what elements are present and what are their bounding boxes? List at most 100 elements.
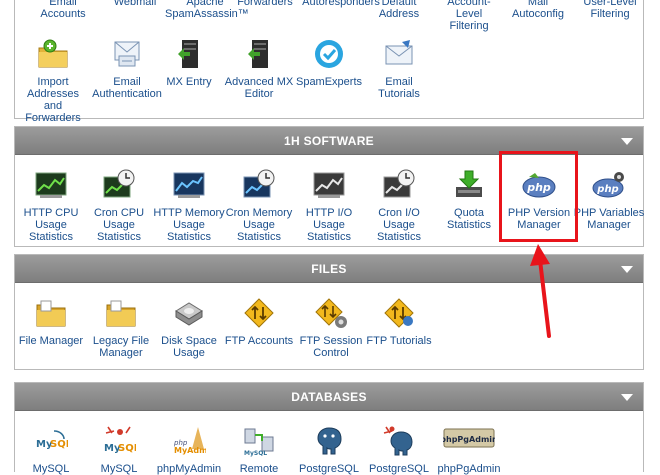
software-panel-header[interactable]: 1H SOFTWARE	[15, 127, 643, 155]
account-level-filtering-item[interactable]: Account-Level Filtering	[435, 0, 503, 32]
phpmyadmin-item[interactable]: phpMyAdmin phpMyAdmin	[153, 425, 225, 475]
collapse-arrow-icon[interactable]	[621, 266, 633, 273]
svg-text:MyAdmin: MyAdmin	[174, 446, 206, 455]
postgresql-icon	[312, 425, 346, 457]
ftp-icon	[242, 297, 276, 329]
spamexperts-item[interactable]: SpamExperts	[293, 38, 365, 88]
php-version-manager-item[interactable]: php PHP Version Manager	[503, 169, 575, 231]
folder-icon	[34, 297, 68, 329]
item-label: Mail Autoconfig	[512, 0, 564, 20]
user-level-filtering-item[interactable]: User-Level Filtering	[577, 0, 643, 20]
mysql-wizard-icon: MySQL	[102, 425, 136, 457]
disk-space-usage-item[interactable]: Disk Space Usage	[153, 297, 225, 359]
remote-mysql-item[interactable]: MySQL Remote	[223, 425, 295, 475]
folder-icon	[104, 297, 138, 329]
ftp-icon	[382, 297, 416, 329]
databases-panel-header[interactable]: DATABASES	[15, 383, 643, 411]
item-label: PostgreSQL	[299, 463, 359, 475]
collapse-arrow-icon[interactable]	[621, 138, 633, 145]
section-title: FILES	[311, 262, 347, 276]
item-label: Legacy File Manager	[92, 335, 150, 359]
item-label: Quota Statistics	[446, 207, 491, 231]
cpu-chart-icon	[34, 169, 68, 201]
svg-text:My: My	[36, 439, 53, 450]
postgresql-databases-item[interactable]: PostgreSQL	[293, 425, 365, 475]
default-address-item[interactable]: Default Address	[369, 0, 429, 20]
phppgadmin-item[interactable]: phpPgAdmin phpPgAdmin	[433, 425, 505, 475]
mysql-databases-item[interactable]: MySQL MySQL	[15, 425, 87, 475]
item-label: PHP Version Manager	[507, 207, 571, 231]
forwarders-item[interactable]: Forwarders	[229, 0, 301, 8]
cron-memory-usage-item[interactable]: Cron Memory Usage Statistics	[223, 169, 295, 243]
memory-chart-icon	[172, 169, 206, 201]
svg-text:SQL: SQL	[118, 443, 136, 454]
php-icon: php	[522, 169, 556, 201]
php-variables-manager-item[interactable]: php PHP Variables Manager	[573, 169, 645, 231]
spamexperts-icon	[312, 38, 346, 70]
item-label: PHP Variables Manager	[573, 207, 645, 231]
files-panel-header[interactable]: FILES	[15, 255, 643, 283]
cron-clock-icon	[382, 169, 416, 201]
io-chart-icon	[312, 169, 346, 201]
import-folder-icon	[36, 38, 70, 70]
item-label: Disk Space Usage	[161, 335, 217, 359]
email-panel: Email Accounts Webmail Apache SpamAssass…	[14, 0, 644, 124]
postgresql-wizard-item[interactable]: PostgreSQL	[363, 425, 435, 475]
server-icon	[172, 38, 206, 70]
email-authentication-item[interactable]: Email Authentication	[85, 38, 169, 100]
mail-autoconfig-item[interactable]: Mail Autoconfig	[509, 0, 567, 20]
email-tutorials-item[interactable]: Email Tutorials	[363, 38, 435, 100]
remote-mysql-icon: MySQL	[242, 425, 276, 457]
item-label: phpPgAdmin	[437, 463, 501, 475]
mysql-wizard-item[interactable]: MySQL MySQL	[83, 425, 155, 475]
item-label: Forwarders	[237, 0, 293, 8]
svg-text:php: php	[173, 439, 188, 447]
http-io-usage-item[interactable]: HTTP I/O Usage Statistics	[293, 169, 365, 243]
email-authentication-icon	[110, 38, 144, 70]
spamassassin-item[interactable]: Apache SpamAssassin™	[165, 0, 249, 20]
cron-cpu-usage-item[interactable]: Cron CPU Usage Statistics	[83, 169, 155, 243]
legacy-file-manager-item[interactable]: Legacy File Manager	[83, 297, 159, 359]
item-label: Cron CPU Usage Statistics	[93, 207, 145, 243]
item-label: Cron Memory Usage Statistics	[225, 207, 293, 243]
svg-text:MySQL: MySQL	[244, 450, 267, 457]
svg-text:php: php	[596, 184, 618, 195]
item-label: Email Tutorials	[378, 76, 420, 100]
quota-statistics-item[interactable]: Quota Statistics	[433, 169, 505, 231]
item-label: FTP Session Control	[299, 335, 363, 359]
item-label: Email Accounts	[40, 0, 86, 20]
item-label: SpamExperts	[295, 76, 363, 88]
http-memory-usage-item[interactable]: HTTP Memory Usage Statistics	[153, 169, 225, 243]
phppgadmin-icon: phpPgAdmin	[443, 425, 495, 457]
item-label: Remote	[239, 463, 279, 475]
item-label: HTTP I/O Usage Statistics	[305, 207, 353, 243]
ftp-session-control-item[interactable]: FTP Session Control	[293, 297, 369, 359]
http-cpu-usage-item[interactable]: HTTP CPU Usage Statistics	[15, 169, 87, 243]
cron-io-usage-item[interactable]: Cron I/O Usage Statistics	[363, 169, 435, 243]
item-label: Import Addresses and Forwarders	[25, 76, 81, 124]
item-label: File Manager	[18, 335, 84, 347]
item-label: MySQL	[32, 463, 70, 475]
phpmyadmin-icon: phpMyAdmin	[172, 425, 206, 457]
postgresql-wizard-icon	[382, 425, 416, 457]
phppgadmin-logo-text: phpPgAdmin	[443, 435, 495, 444]
svg-text:php: php	[526, 181, 551, 194]
mx-entry-item[interactable]: MX Entry	[153, 38, 225, 88]
autoresponders-item[interactable]: Autoresponders	[299, 0, 383, 8]
item-label: Email Authentication	[92, 76, 162, 100]
file-manager-item[interactable]: File Manager	[15, 297, 87, 347]
ftp-tutorials-item[interactable]: FTP Tutorials	[363, 297, 435, 347]
import-addresses-item[interactable]: Import Addresses and Forwarders	[17, 38, 89, 124]
ftp-accounts-item[interactable]: FTP Accounts	[223, 297, 295, 347]
item-label: HTTP Memory Usage Statistics	[153, 207, 225, 243]
quota-download-icon	[452, 169, 486, 201]
disk-icon	[172, 297, 206, 329]
email-tutorials-icon	[382, 38, 416, 70]
email-accounts-item[interactable]: Email Accounts	[27, 0, 99, 20]
item-label: PostgreSQL	[369, 463, 429, 475]
cron-clock-icon	[242, 169, 276, 201]
webmail-item[interactable]: Webmail	[99, 0, 171, 8]
collapse-arrow-icon[interactable]	[621, 394, 633, 401]
advanced-mx-editor-item[interactable]: Advanced MX Editor	[223, 38, 295, 100]
item-label: HTTP CPU Usage Statistics	[23, 207, 79, 243]
